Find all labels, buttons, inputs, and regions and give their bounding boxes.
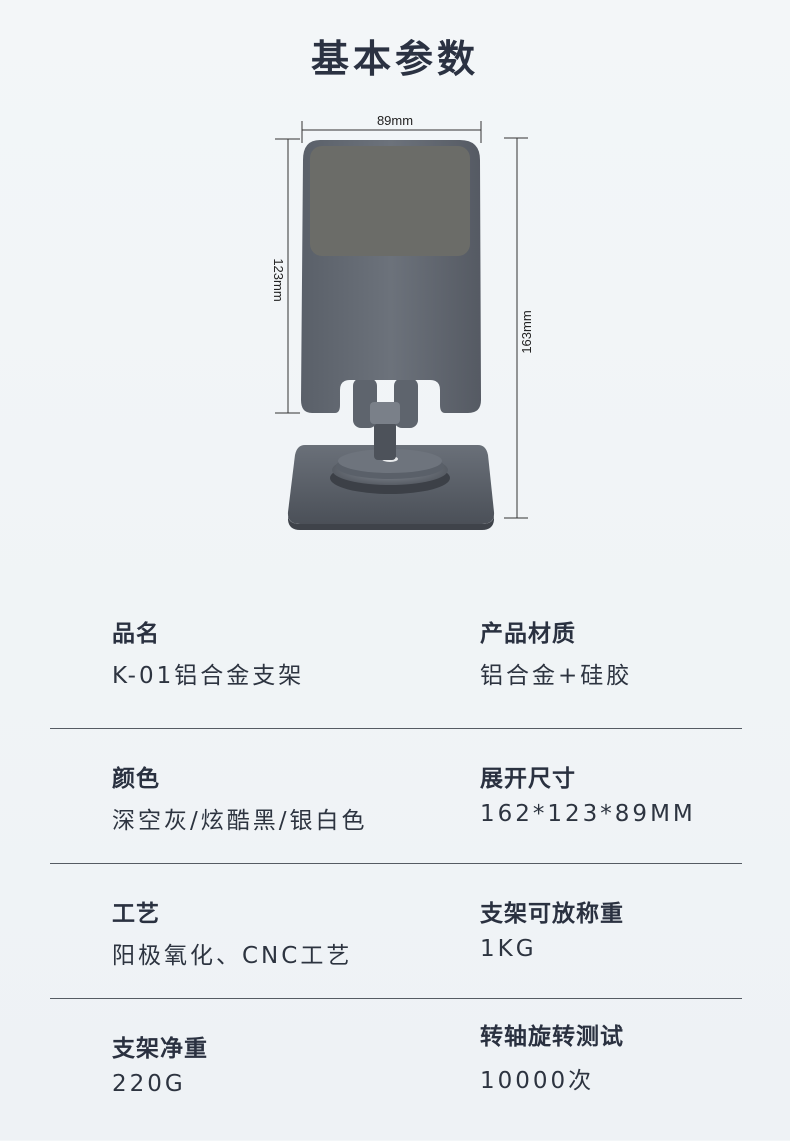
spec-value: 1KG xyxy=(480,936,537,962)
spec-row: 工艺 阳极氧化、CNC工艺 支架可放称重 1KG xyxy=(50,864,742,999)
spec-label: 转轴旋转测试 xyxy=(480,1024,624,1050)
panel-height-dimension: 123mm xyxy=(271,138,300,414)
width-dimension: 89mm xyxy=(301,113,482,143)
stand-illustration xyxy=(287,140,495,530)
panel-height-label: 123mm xyxy=(271,258,286,301)
spec-label: 颜色 xyxy=(112,766,160,792)
spec-value: 阳极氧化、CNC工艺 xyxy=(112,943,353,969)
spec-row: 颜色 深空灰/炫酷黑/银白色 展开尺寸 162*123*89MM xyxy=(50,729,742,864)
spec-row: 支架净重 220G 转轴旋转测试 10000次 xyxy=(50,999,742,1141)
spec-value: K-01铝合金支架 xyxy=(112,663,305,689)
spec-label: 品名 xyxy=(112,621,160,647)
product-dimension-diagram: 89mm 123mm 163mm xyxy=(271,113,534,530)
total-height-dimension: 163mm xyxy=(504,137,534,519)
spec-row: 品名 K-01铝合金支架 产品材质 铝合金+硅胶 xyxy=(50,600,742,729)
page-title: 基本参数 xyxy=(310,37,479,81)
spec-label: 支架可放称重 xyxy=(480,901,624,927)
spec-value: 铝合金+硅胶 xyxy=(480,663,633,689)
spec-label: 工艺 xyxy=(112,901,160,927)
spec-value: 10000次 xyxy=(480,1068,595,1094)
spec-label: 产品材质 xyxy=(480,621,576,647)
spec-label: 支架净重 xyxy=(112,1036,208,1062)
spec-value: 深空灰/炫酷黑/银白色 xyxy=(112,808,368,834)
spec-table: 品名 K-01铝合金支架 产品材质 铝合金+硅胶 颜色 深空灰/炫酷黑/银白色 … xyxy=(50,600,742,1141)
spec-label: 展开尺寸 xyxy=(480,766,576,792)
spec-value: 220G xyxy=(112,1071,186,1097)
spec-value: 162*123*89MM xyxy=(480,801,696,827)
total-height-label: 163mm xyxy=(519,310,534,353)
width-label: 89mm xyxy=(377,113,413,128)
